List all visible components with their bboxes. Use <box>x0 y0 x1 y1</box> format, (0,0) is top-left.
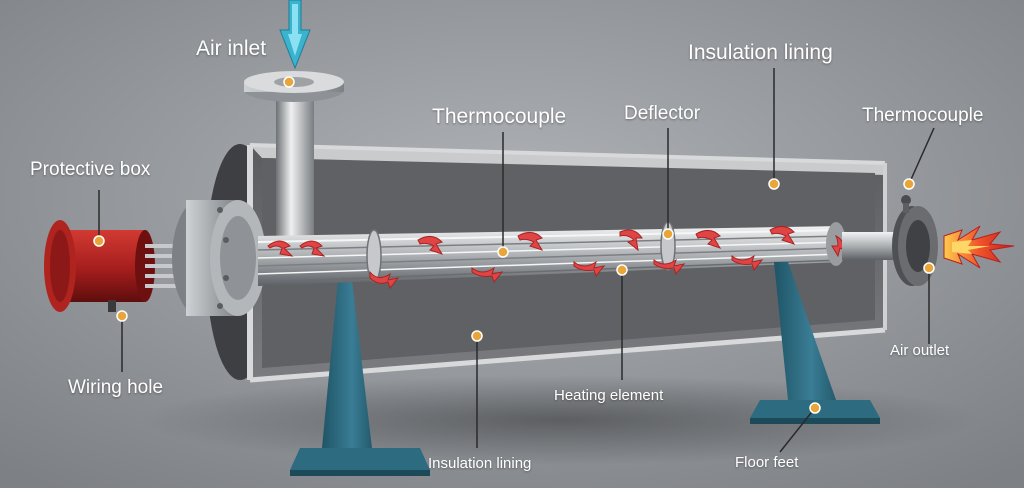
flame-arrow-icon <box>943 225 1015 269</box>
leader-lines <box>98 68 935 453</box>
label-heating-element: Heating element <box>554 387 664 404</box>
label-floor-feet: Floor feet <box>735 454 799 471</box>
label-air-outlet: Air outlet <box>890 342 950 359</box>
heating-element-bundle <box>257 226 843 286</box>
main-flange <box>172 200 266 316</box>
marker-dots <box>93 76 935 414</box>
air-outlet-pipe <box>842 195 938 286</box>
curved-arrow-icon <box>267 226 845 290</box>
label-air-inlet: Air inlet <box>196 37 267 60</box>
label-insulation-lining-bottom: Insulation lining <box>428 455 532 472</box>
label-thermocouple-center: Thermocouple <box>432 105 567 128</box>
air-inlet-pipe <box>244 71 344 236</box>
label-protective-box: Protective box <box>30 159 151 180</box>
label-thermocouple-right: Thermocouple <box>862 105 984 126</box>
label-insulation-lining-top: Insulation lining <box>688 41 833 64</box>
label-deflector: Deflector <box>624 103 701 124</box>
left-floor-foot <box>290 280 430 476</box>
label-wiring-hole: Wiring hole <box>68 377 164 398</box>
down-arrow-icon <box>279 0 311 70</box>
